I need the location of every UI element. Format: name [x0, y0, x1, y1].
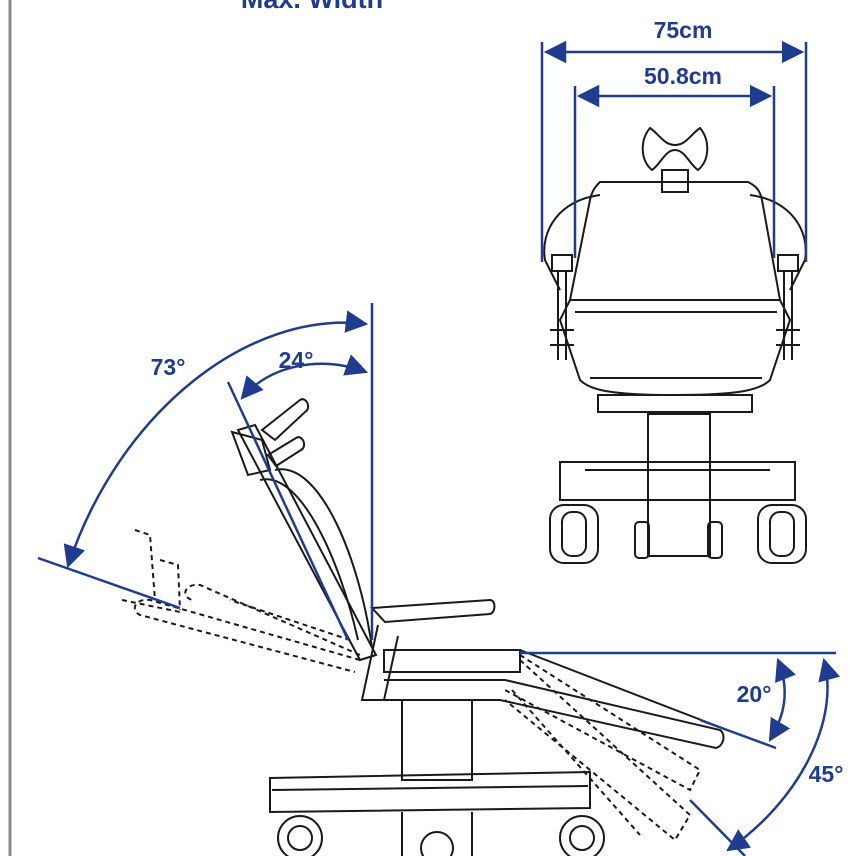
wheel-front-right — [757, 504, 807, 564]
column-front — [647, 413, 711, 557]
armrest-right-front — [749, 194, 807, 291]
seat-side — [360, 598, 725, 750]
angle-45-label: 45° — [809, 761, 844, 787]
dimension-leg-rest-angles — [520, 651, 841, 856]
angle-73-label: 73° — [151, 354, 186, 380]
angle-24-label: 24° — [279, 347, 314, 373]
front-view-chair — [543, 126, 807, 564]
headrest-front — [641, 126, 709, 172]
side-rail-left — [550, 270, 574, 360]
arc-24 — [240, 354, 369, 400]
dimension-seat-width — [573, 84, 776, 258]
seat-width-label: 50.8cm — [644, 63, 722, 89]
base-side — [269, 699, 605, 856]
overall-width-label: 75cm — [654, 17, 713, 43]
armrest-left-front — [543, 194, 601, 291]
backrest-front — [568, 181, 782, 301]
arc-73 — [63, 310, 369, 569]
wheel-side-right — [559, 815, 605, 856]
leg-rest-dashed — [504, 654, 702, 842]
seat-front — [558, 299, 792, 397]
dimension-backrest-angles — [37, 303, 374, 641]
base-front — [559, 461, 796, 501]
column-side — [401, 699, 473, 781]
dimension-overall-width — [540, 40, 808, 262]
arc-45 — [726, 657, 841, 852]
arc-20 — [768, 657, 796, 742]
headrest-side — [260, 398, 310, 442]
side-rail-right — [776, 270, 800, 360]
wheel-front-left — [549, 504, 599, 564]
wheel-side-left — [277, 815, 323, 856]
reclined-backrest-dashed — [121, 529, 361, 673]
angle-20-label: 20° — [737, 681, 772, 707]
header-title: Max. Width — [241, 0, 383, 14]
